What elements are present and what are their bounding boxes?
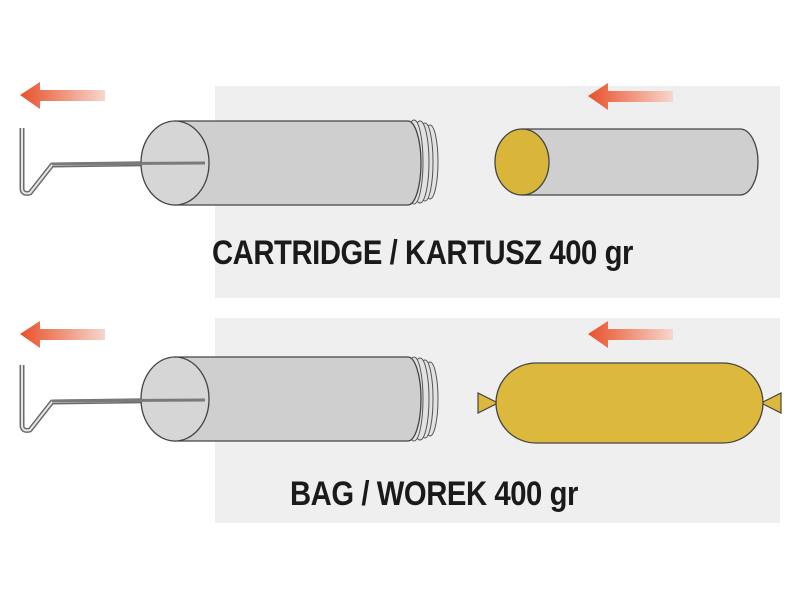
left-arrow-icon — [588, 321, 673, 348]
left-arrow-icon — [20, 82, 105, 109]
caption-bag: BAG / WOREK 400 gr — [290, 475, 578, 513]
caulking-gun-top — [19, 119, 439, 206]
left-arrow-icon — [588, 83, 673, 110]
caulking-gun-bottom — [19, 356, 439, 442]
sausage-bag — [477, 362, 782, 444]
caption-cartridge: CARTRIDGE / KARTUSZ 400 gr — [212, 234, 633, 272]
cartridge — [494, 128, 759, 196]
left-arrow-icon — [20, 321, 105, 348]
